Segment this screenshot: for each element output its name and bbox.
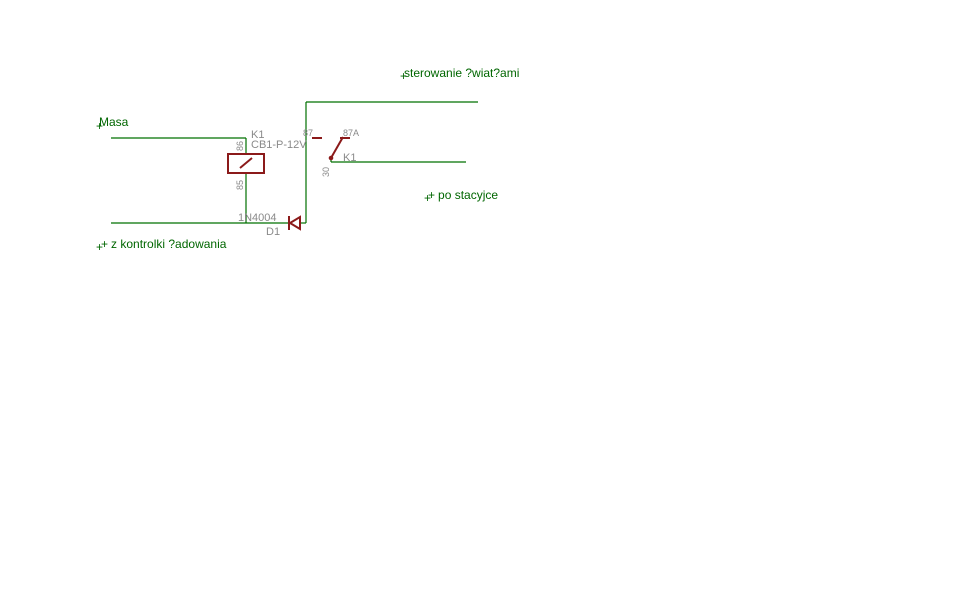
coil-value-label: CB1-P-12V (251, 139, 307, 151)
contact-arm (330, 136, 344, 159)
coil-slash (239, 157, 253, 169)
net-label-masa[interactable]: + Masa (96, 115, 129, 133)
net-label-stacyjce-text: +po stacyjce (428, 188, 498, 202)
net-label-kontrolki[interactable]: + +z kontrolki ?adowania (96, 237, 227, 254)
contact-pivot-dot (328, 155, 334, 161)
coil-body (227, 153, 265, 174)
contact-pin-87-label: 87 (303, 128, 313, 138)
plus-mark-icon: + (424, 191, 431, 205)
relay-contact-k1[interactable]: 87 87A 30 K1 (303, 128, 359, 177)
net-label-stacyjce-plus: + (428, 188, 435, 202)
net-label-kontrolki-text: +z kontrolki ?adowania (101, 237, 227, 251)
wires (111, 101, 478, 224)
net-label-masa-text: Masa (99, 115, 129, 129)
diode-triangle (288, 215, 301, 231)
net-label-stacyjce[interactable]: + +po stacyjce (424, 188, 498, 205)
plus-mark-icon: + (96, 240, 103, 254)
coil-name-label: K1 (251, 129, 264, 141)
net-label-sterowanie[interactable]: + sterowanie ?wiat?ami (400, 66, 519, 83)
coil-pin-85-label: 85 (235, 180, 245, 190)
diode-d1[interactable]: 1N4004 D1 (238, 212, 301, 238)
plus-mark-icon: + (400, 69, 407, 83)
diode-name-label: D1 (266, 226, 280, 238)
net-label-stacyjce-name: po stacyjce (438, 188, 498, 202)
coil-pin-86-label: 86 (235, 141, 245, 151)
relay-coil-k1[interactable]: K1 CB1-P-12V 86 85 (227, 129, 307, 190)
contact-pin-87a-label: 87A (343, 128, 359, 138)
diode-value-label: 1N4004 (238, 212, 277, 224)
net-label-sterowanie-text: sterowanie ?wiat?ami (404, 66, 519, 80)
contact-name-label: K1 (343, 152, 356, 164)
contact-pin-30-label: 30 (321, 167, 331, 177)
plus-mark-icon: + (96, 119, 103, 133)
net-label-kontrolki-name: z kontrolki ?adowania (111, 237, 227, 251)
net-label-kontrolki-plus: + (101, 237, 108, 251)
